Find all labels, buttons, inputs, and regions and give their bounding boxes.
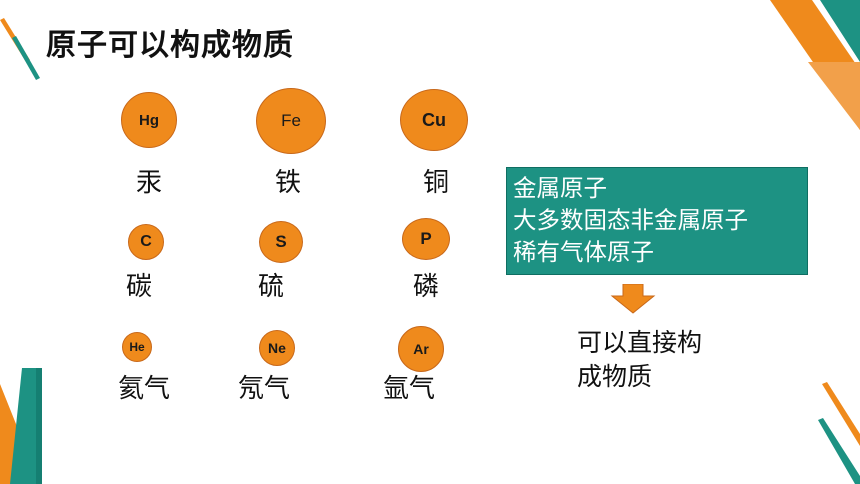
atom-p: P [402, 218, 450, 260]
atom-ar: Ar [398, 326, 444, 372]
atom-he-name: 氦气 [118, 374, 171, 404]
top-right-orange-lower [808, 62, 860, 130]
atom-hg: Hg [121, 92, 177, 148]
category-noble-gas-atoms: 稀有气体原子 [513, 238, 654, 266]
bottom-right-teal-stripe [818, 418, 860, 484]
atom-fe-name: 铁 [275, 168, 302, 198]
result-line-1: 可以直接构 [577, 328, 703, 357]
atom-he: He [122, 332, 152, 362]
bottom-left-teal-thin [36, 368, 42, 484]
atom-p-name: 磷 [413, 272, 440, 302]
atom-category-box: 金属原子 大多数固态非金属原子 稀有气体原子 [506, 167, 808, 275]
atom-cu-name: 铜 [423, 168, 450, 198]
top-right-teal-corner [820, 0, 860, 62]
atom-c: C [128, 224, 164, 260]
atom-c-name: 碳 [126, 272, 153, 302]
atom-hg-name: 汞 [136, 168, 163, 198]
atom-cu: Cu [400, 89, 468, 151]
atom-ne: Ne [259, 330, 295, 366]
result-text: 可以直接构 成物质 [577, 326, 702, 394]
category-metal-atoms: 金属原子 [513, 174, 607, 202]
atom-ar-name: 氩气 [383, 374, 436, 404]
atom-fe: Fe [256, 88, 326, 154]
top-left-teal-stripe [12, 36, 40, 80]
category-solid-nonmetal-atoms: 大多数固态非金属原子 [513, 206, 748, 234]
bottom-left-teal [10, 368, 36, 484]
atom-s: S [259, 221, 303, 263]
atom-s-name: 硫 [258, 272, 285, 302]
result-line-2: 成物质 [577, 362, 653, 391]
atom-ne-name: 氖气 [238, 374, 291, 404]
slide-title: 原子可以构成物质 [46, 28, 294, 63]
bottom-right-orange-stripe [822, 382, 860, 446]
arrow-down-icon [610, 284, 656, 314]
